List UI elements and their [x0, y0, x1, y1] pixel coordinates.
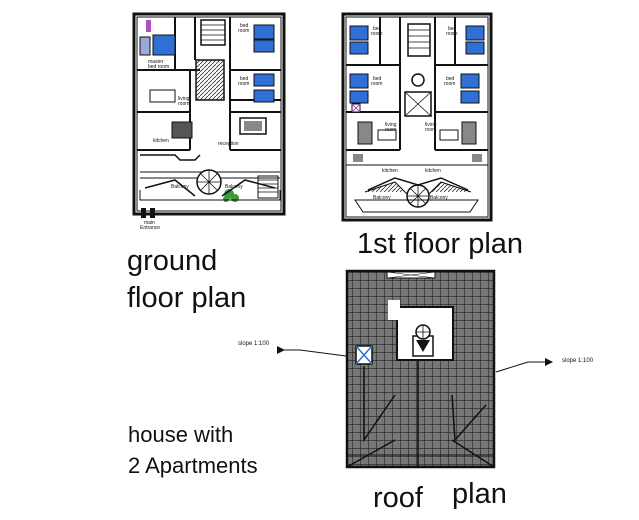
ground-plan-title-line1: ground	[127, 245, 218, 277]
first-kitchen-right-label: kitchen	[425, 168, 441, 174]
ground-kitchen-label: kitchen	[153, 138, 169, 144]
ground-reception-label: reception	[218, 141, 239, 147]
roof-slope-right-label: slope 1:100	[562, 358, 594, 364]
roof-title-word2: plan	[452, 478, 507, 510]
house-caption-line1: house with	[128, 422, 234, 447]
roof-slope-left-label: slope 1:100	[238, 341, 270, 347]
roof-title-word1: roof	[373, 482, 423, 514]
house-caption-line2: 2 Apartments	[128, 453, 258, 478]
ground-balcony-right-label: Balcony	[225, 184, 243, 190]
first-balcony-right-label: Balcony	[430, 195, 448, 201]
ground-balcony-left-label: Balcony	[171, 184, 189, 190]
first-floor-title: 1st floor plan	[357, 228, 524, 260]
ground-plan-title-line2: floor plan	[127, 282, 247, 314]
roof-plan: slope 1:100 slope 1:100	[238, 269, 594, 469]
first-kitchen-left-label: kitchen	[382, 168, 398, 174]
first-balcony-left-label: Balcony	[373, 195, 391, 201]
